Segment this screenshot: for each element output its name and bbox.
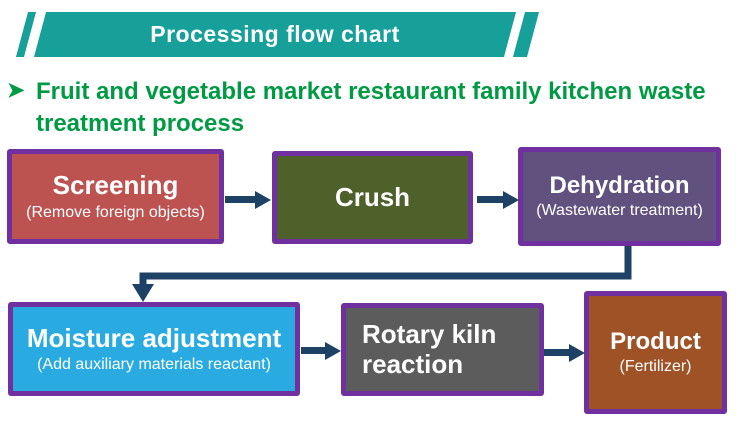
- flow-box-dehydration: Dehydration (Wastewater treatment): [518, 147, 721, 246]
- box-title: Moisture adjustment: [26, 322, 282, 353]
- flow-box-product: Product (Fertilizer): [584, 291, 727, 414]
- flow-arrow-screening-to-crush: [225, 196, 255, 203]
- box-title: Dehydration: [549, 171, 690, 199]
- slide-heading: Fruit and vegetable market restaurant fa…: [36, 78, 706, 137]
- box-title: Crush: [334, 181, 411, 212]
- banner-right-stripe: [512, 12, 540, 57]
- box-subtitle: (Fertilizer): [619, 358, 692, 376]
- chevron-right-icon: ➤: [7, 79, 25, 102]
- box-title: Rotary kiln reaction: [362, 319, 497, 379]
- box-title: Screening: [52, 170, 179, 201]
- flow-arrow-rotary-to-product: [544, 349, 569, 356]
- box-subtitle: (Remove foreign objects): [26, 203, 205, 221]
- flow-arrow-moisture-to-rotary: [301, 347, 325, 354]
- banner-title: Processing flow chart: [150, 21, 400, 47]
- box-subtitle: (Wastewater treatment): [536, 202, 703, 220]
- flow-box-screening: Screening (Remove foreign objects): [7, 149, 224, 244]
- box-subtitle: (Add auxiliary materials reactant): [37, 356, 271, 374]
- box-title: Product: [610, 327, 701, 355]
- flow-arrow-crush-to-dehydration: [477, 196, 503, 203]
- flow-box-moisture-adjustment: Moisture adjustment (Add auxiliary mater…: [8, 302, 300, 396]
- flow-box-rotary-kiln-reaction: Rotary kiln reaction: [341, 303, 544, 396]
- banner-left-stripe: [15, 12, 37, 57]
- flow-box-crush: Crush: [272, 151, 473, 244]
